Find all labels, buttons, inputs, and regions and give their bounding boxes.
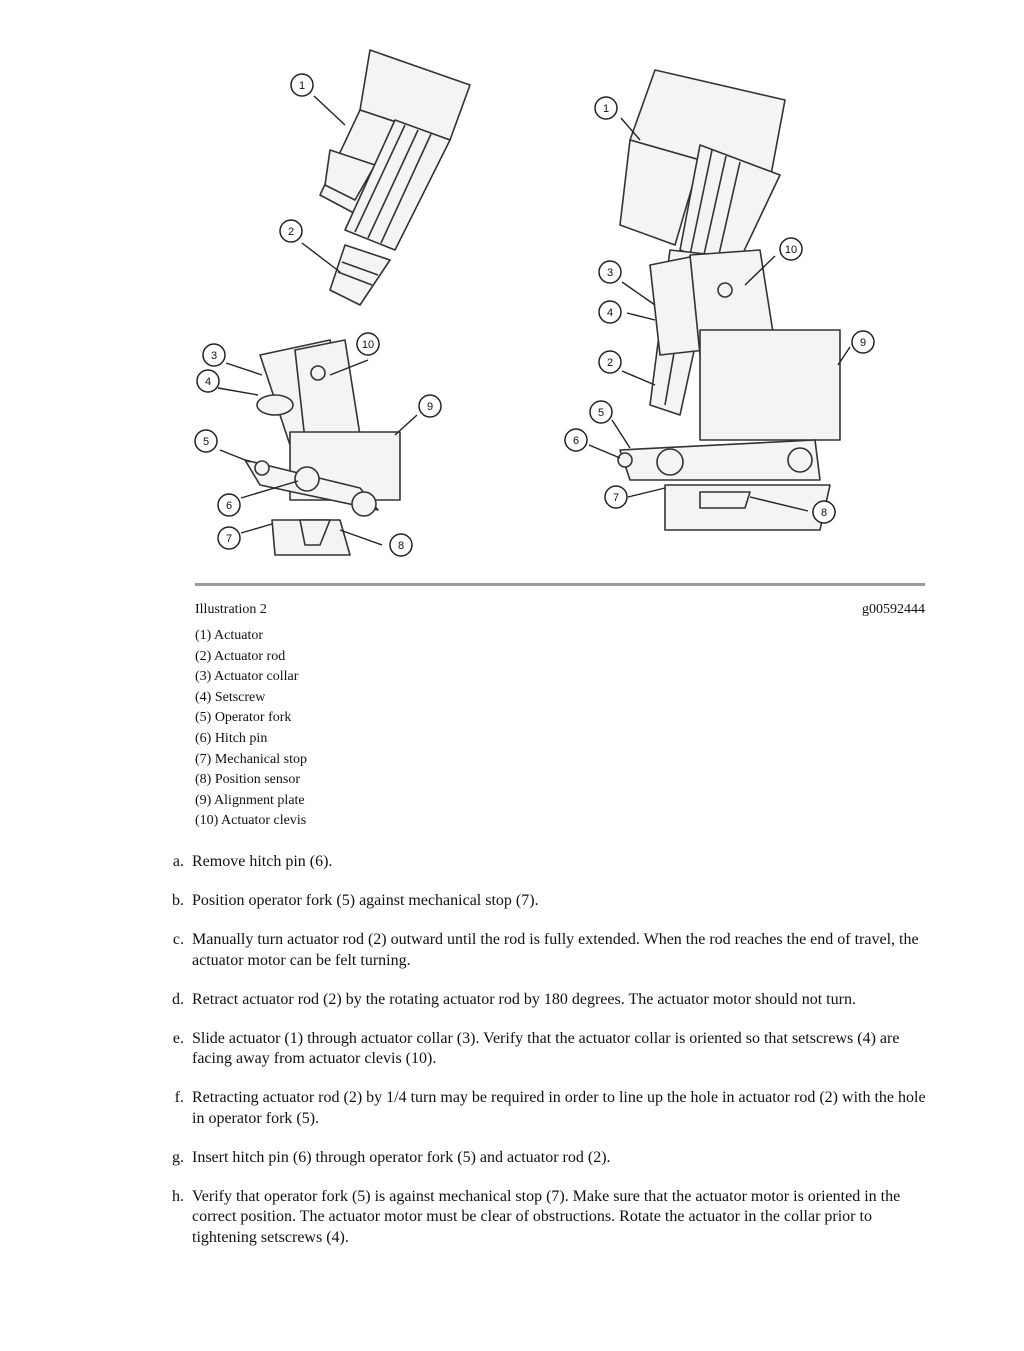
- callout-5: 5: [598, 407, 604, 419]
- step-b: b. Position operator fork (5) against me…: [160, 891, 930, 912]
- legend-item: (5) Operator fork: [195, 710, 292, 726]
- callout-4: 4: [607, 307, 613, 319]
- legend-item: (9) Alignment plate: [195, 792, 305, 808]
- right-fork: [617, 439, 831, 531]
- callout-5: 5: [203, 436, 209, 448]
- legend-item: (2) Actuator rod: [195, 648, 286, 664]
- callout-3: 3: [607, 267, 613, 279]
- left-fork: [244, 459, 379, 556]
- step-g: g. Insert hitch pin (6) through operator…: [160, 1148, 930, 1169]
- step-label: d.: [172, 990, 184, 1008]
- step-text: Remove hitch pin (6).: [192, 853, 333, 870]
- callout-8: 8: [821, 507, 827, 519]
- figure-legend: (1) Actuator (2) Actuator rod (3) Actuat…: [195, 626, 307, 832]
- step-label: c.: [172, 931, 184, 948]
- step-text: Verify that operator fork (5) is against…: [192, 1187, 901, 1246]
- callout-10: 10: [785, 244, 797, 256]
- illustration-2: 1 2 3 4 10 9 5 6 7 8 1 3 4 2 5 6 7 8 10 …: [190, 40, 930, 585]
- step-h: h. Verify that operator fork (5) is agai…: [160, 1187, 930, 1249]
- legend-item: (4) Setscrew: [195, 689, 266, 705]
- callout-9: 9: [860, 337, 866, 349]
- step-text: Position operator fork (5) against mecha…: [192, 892, 539, 909]
- legend-item: (1) Actuator: [195, 628, 264, 643]
- callout-bubbles: [194, 73, 875, 557]
- legend-item: (8) Position sensor: [195, 772, 300, 788]
- step-text: Slide actuator (1) through actuator coll…: [192, 1029, 900, 1068]
- callout-2: 2: [607, 357, 613, 369]
- step-text: Manually turn actuator rod (2) outward u…: [192, 931, 919, 969]
- callout-4: 4: [205, 376, 211, 388]
- step-text: Retracting actuator rod (2) by 1/4 turn …: [192, 1089, 926, 1127]
- legend-item: (6) Hitch pin: [195, 730, 268, 746]
- right-collar-clevis: [649, 249, 841, 441]
- callout-7: 7: [613, 492, 619, 504]
- callout-2: 2: [288, 226, 294, 238]
- callout-1: 1: [299, 80, 305, 92]
- callout-9: 9: [427, 401, 433, 413]
- step-text: Insert hitch pin (6) through operator fo…: [192, 1148, 611, 1166]
- figure-code: g00592444: [862, 602, 925, 617]
- step-label: e.: [172, 1029, 184, 1047]
- left-actuator: [319, 49, 471, 306]
- step-c: c. Manually turn actuator rod (2) outwar…: [160, 930, 930, 971]
- callout-6: 6: [226, 500, 232, 512]
- step-a: a. Remove hitch pin (6).: [160, 852, 930, 873]
- step-e: e. Slide actuator (1) through actuator c…: [160, 1029, 930, 1070]
- step-label: g.: [172, 1148, 184, 1166]
- callout-10: 10: [362, 339, 374, 351]
- step-label: h.: [172, 1187, 184, 1205]
- step-label: b.: [172, 892, 184, 909]
- figure-caption: Illustration 2: [195, 602, 267, 617]
- caption-divider: [195, 583, 925, 586]
- procedure-steps: a. Remove hitch pin (6). b. Position ope…: [160, 852, 930, 1267]
- legend-item: (10) Actuator clevis: [195, 813, 307, 829]
- step-label: f.: [174, 1089, 184, 1106]
- actuator-assembly-drawing: 1 2 3 4 10 9 5 6 7 8 1 3 4 2 5 6 7 8 10 …: [194, 49, 875, 557]
- callout-7: 7: [226, 533, 232, 545]
- callout-numbers: 1 2 3 4 10 9 5 6 7 8 1 3 4 2 5 6 7 8 10 …: [203, 80, 866, 552]
- step-d: d. Retract actuator rod (2) by the rotat…: [160, 990, 930, 1011]
- step-text: Retract actuator rod (2) by the rotating…: [192, 990, 856, 1008]
- callout-8: 8: [398, 540, 404, 552]
- callout-leaders: [217, 95, 851, 546]
- callout-3: 3: [211, 350, 217, 362]
- step-f: f. Retracting actuator rod (2) by 1/4 tu…: [160, 1088, 930, 1129]
- step-label: a.: [172, 853, 184, 870]
- callout-6: 6: [573, 435, 579, 447]
- legend-item: (3) Actuator collar: [195, 669, 299, 685]
- callout-1: 1: [603, 103, 609, 115]
- legend-item: (7) Mechanical stop: [195, 751, 307, 767]
